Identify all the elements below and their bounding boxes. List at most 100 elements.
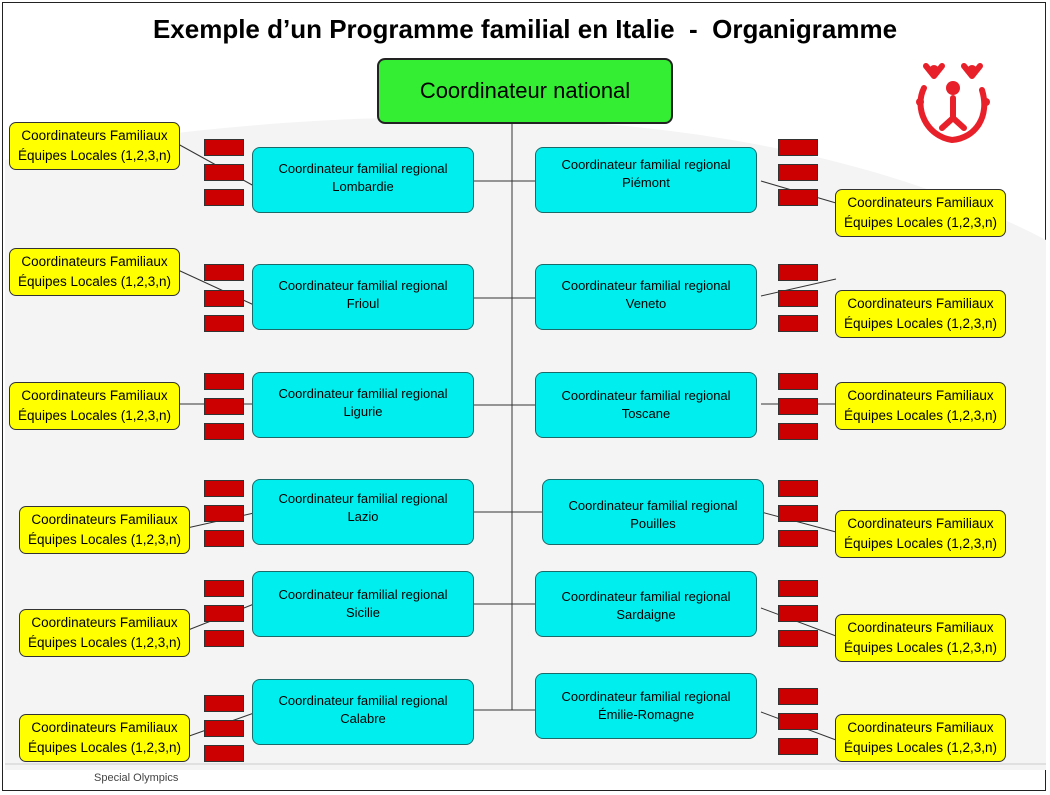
local-team-block — [204, 720, 244, 737]
local-team-block — [778, 290, 818, 307]
region-name: Lazio — [347, 509, 379, 524]
local-team-block — [778, 580, 818, 597]
local-line1: Coordinateurs Familiaux — [847, 720, 994, 735]
region-name: Émilie-Romagne — [597, 707, 695, 722]
local-coordinators-box: Coordinateurs Familiaux Équipes Locales … — [835, 714, 1006, 762]
local-line1: Coordinateurs Familiaux — [31, 512, 178, 527]
local-coordinators-box: Coordinateurs Familiaux Équipes Locales … — [835, 614, 1006, 662]
local-line2: Équipes Locales (1,2,3,n) — [17, 408, 172, 423]
region-title: Coordinateur familial regional — [278, 278, 448, 293]
local-line2: Équipes Locales (1,2,3,n) — [843, 740, 998, 755]
region-name: Piémont — [622, 175, 670, 190]
local-team-block — [204, 189, 244, 206]
region-title: Coordinateur familial regional — [568, 498, 738, 513]
page-title: Exemple d’un Programme familial en Itali… — [152, 14, 898, 44]
local-team-block — [778, 505, 818, 522]
local-line2: Équipes Locales (1,2,3,n) — [27, 532, 182, 547]
local-team-block — [778, 315, 818, 332]
region-title: Coordinateur familial regional — [278, 693, 448, 708]
local-team-block — [204, 139, 244, 156]
region-name: Sardaigne — [616, 607, 676, 622]
local-coordinators-box: Coordinateurs Familiaux Équipes Locales … — [9, 248, 180, 296]
local-line2: Équipes Locales (1,2,3,n) — [17, 148, 172, 163]
local-team-block — [778, 605, 818, 622]
local-team-block — [204, 480, 244, 497]
local-coordinators-box: Coordinateurs Familiaux Équipes Locales … — [835, 510, 1006, 558]
region-box-ligurie: Coordinateur familial regional Ligurie — [252, 372, 474, 438]
local-team-block — [204, 580, 244, 597]
local-line1: Coordinateurs Familiaux — [847, 388, 994, 403]
local-team-block — [778, 738, 818, 755]
local-team-block — [778, 139, 818, 156]
local-line2: Équipes Locales (1,2,3,n) — [27, 635, 182, 650]
local-line1: Coordinateurs Familiaux — [847, 296, 994, 311]
region-name: Pouilles — [630, 516, 676, 531]
local-team-block — [778, 630, 818, 647]
region-box-toscane: Coordinateur familial regional Toscane — [535, 372, 757, 438]
region-title: Coordinateur familial regional — [278, 161, 448, 176]
local-team-block — [778, 688, 818, 705]
local-line1: Coordinateurs Familiaux — [847, 195, 994, 210]
special-olympics-logo — [916, 63, 990, 144]
local-coordinators-box: Coordinateurs Familiaux Équipes Locales … — [835, 290, 1006, 338]
local-team-block — [778, 264, 818, 281]
footer-text: Special Olympics — [94, 772, 179, 784]
region-box-sardaigne: Coordinateur familial regional Sardaigne — [535, 571, 757, 637]
local-team-block — [204, 290, 244, 307]
local-line2: Équipes Locales (1,2,3,n) — [843, 640, 998, 655]
local-line1: Coordinateurs Familiaux — [31, 615, 178, 630]
local-team-block — [204, 264, 244, 281]
local-team-block — [204, 505, 244, 522]
region-box-sicilie: Coordinateur familial regional Sicilie — [252, 571, 474, 637]
region-title: Coordinateur familial regional — [278, 587, 448, 602]
local-coordinators-box: Coordinateurs Familiaux Équipes Locales … — [835, 382, 1006, 430]
local-line1: Coordinateurs Familiaux — [21, 128, 168, 143]
local-team-block — [204, 630, 244, 647]
local-team-block — [204, 530, 244, 547]
region-box-piemont: Coordinateur familial regional Piémont — [535, 147, 757, 213]
local-team-block — [778, 530, 818, 547]
local-line2: Équipes Locales (1,2,3,n) — [17, 274, 172, 289]
region-box-calabre: Coordinateur familial regional Calabre — [252, 679, 474, 745]
local-line2: Équipes Locales (1,2,3,n) — [843, 408, 998, 423]
region-title: Coordinateur familial regional — [561, 157, 731, 172]
local-team-block — [204, 695, 244, 712]
region-box-lombardie: Coordinateur familial regional Lombardie — [252, 147, 474, 213]
region-box-veneto: Coordinateur familial regional Veneto — [535, 264, 757, 330]
local-coordinators-box: Coordinateurs Familiaux Équipes Locales … — [19, 506, 190, 554]
local-team-block — [778, 164, 818, 181]
region-name: Ligurie — [343, 404, 383, 419]
region-title: Coordinateur familial regional — [561, 278, 731, 293]
local-coordinators-box: Coordinateurs Familiaux Équipes Locales … — [19, 609, 190, 657]
local-team-block — [778, 398, 818, 415]
local-coordinators-box: Coordinateurs Familiaux Équipes Locales … — [9, 382, 180, 430]
region-box-pouilles: Coordinateur familial regional Pouilles — [542, 479, 764, 545]
local-coordinators-box: Coordinateurs Familiaux Équipes Locales … — [9, 122, 180, 170]
region-title: Coordinateur familial regional — [278, 491, 448, 506]
region-name: Toscane — [621, 406, 671, 421]
region-box-lazio: Coordinateur familial regional Lazio — [252, 479, 474, 545]
local-line2: Équipes Locales (1,2,3,n) — [843, 215, 998, 230]
region-box-emilie-romagne: Coordinateur familial regional Émilie-Ro… — [535, 673, 757, 739]
region-title: Coordinateur familial regional — [561, 689, 731, 704]
local-team-block — [204, 398, 244, 415]
local-team-block — [204, 373, 244, 390]
local-coordinators-box: Coordinateurs Familiaux Équipes Locales … — [835, 189, 1006, 237]
local-line1: Coordinateurs Familiaux — [847, 620, 994, 635]
region-name: Sicilie — [346, 605, 380, 620]
local-team-block — [778, 713, 818, 730]
local-team-block — [204, 423, 244, 440]
local-line2: Équipes Locales (1,2,3,n) — [843, 316, 998, 331]
local-line1: Coordinateurs Familiaux — [31, 720, 178, 735]
local-coordinators-box: Coordinateurs Familiaux Équipes Locales … — [19, 714, 190, 762]
local-team-block — [778, 480, 818, 497]
local-team-block — [204, 745, 244, 762]
national-coordinator-box: Coordinateur national — [377, 58, 673, 124]
region-name: Lombardie — [332, 179, 394, 194]
region-name: Veneto — [625, 296, 667, 311]
region-name: Calabre — [340, 711, 386, 726]
local-line1: Coordinateurs Familiaux — [21, 254, 168, 269]
local-team-block — [204, 315, 244, 332]
region-title: Coordinateur familial regional — [561, 388, 731, 403]
region-name: Frioul — [346, 296, 380, 311]
